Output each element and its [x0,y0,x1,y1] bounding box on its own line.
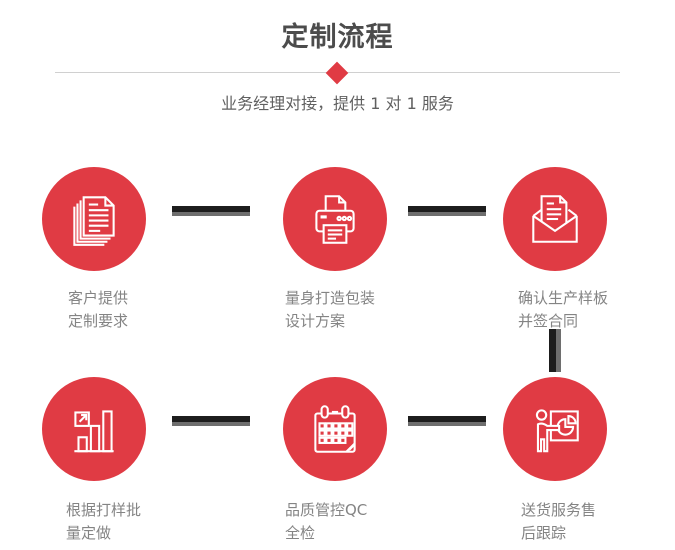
step-circle-contract [503,167,607,271]
step-circle-batch [42,377,146,481]
label-line: 确认生产样板 [518,289,609,307]
page-title: 定制流程 [281,22,394,53]
label-line: 后跟踪 [521,524,567,542]
step-label-aftersale: 送货服务售 后跟踪 [521,499,596,545]
step-circle-aftersale [503,377,607,481]
printer-icon [315,195,355,244]
step-label-qc: 品质管控QC 全检 [285,499,367,545]
step-label-batch: 根据打样批 量定做 [66,499,141,545]
step-label-contract: 确认生产样板 并签合同 [518,287,608,333]
connector-step2-step3 [408,206,486,216]
label-line: 根据打样批 [66,501,142,519]
step-label-design: 量身打造包装 设计方案 [285,287,375,333]
label-line: 定制要求 [68,312,129,330]
step-circle-qc [283,377,387,481]
label-line: 品质管控QC [285,501,368,519]
label-line: 客户提供 [68,289,129,307]
connector-step4-step5 [172,416,250,426]
connector-step1-step2 [172,206,250,216]
label-line: 全检 [285,524,316,542]
connector-step5-step6 [408,416,486,426]
label-line: 量定做 [66,524,112,542]
label-line: 量身打造包装 [285,289,376,307]
bar-chart-icon [74,410,114,453]
label-line: 送货服务售 [521,501,597,519]
diamond-icon [325,61,349,85]
connector-step3-step6 [549,329,561,372]
presenter-icon [535,409,579,453]
step-circle-requirements [42,167,146,271]
label-line: 设计方案 [285,312,346,330]
label-line: 并签合同 [518,312,579,330]
calendar-icon [314,405,356,453]
step-circle-design [283,167,387,271]
subtitle: 业务经理对接，提供 1 对 1 服务 [221,94,454,113]
documents-icon [73,196,115,246]
envelope-icon [532,195,578,243]
step-label-requirements: 客户提供 定制要求 [68,287,128,333]
